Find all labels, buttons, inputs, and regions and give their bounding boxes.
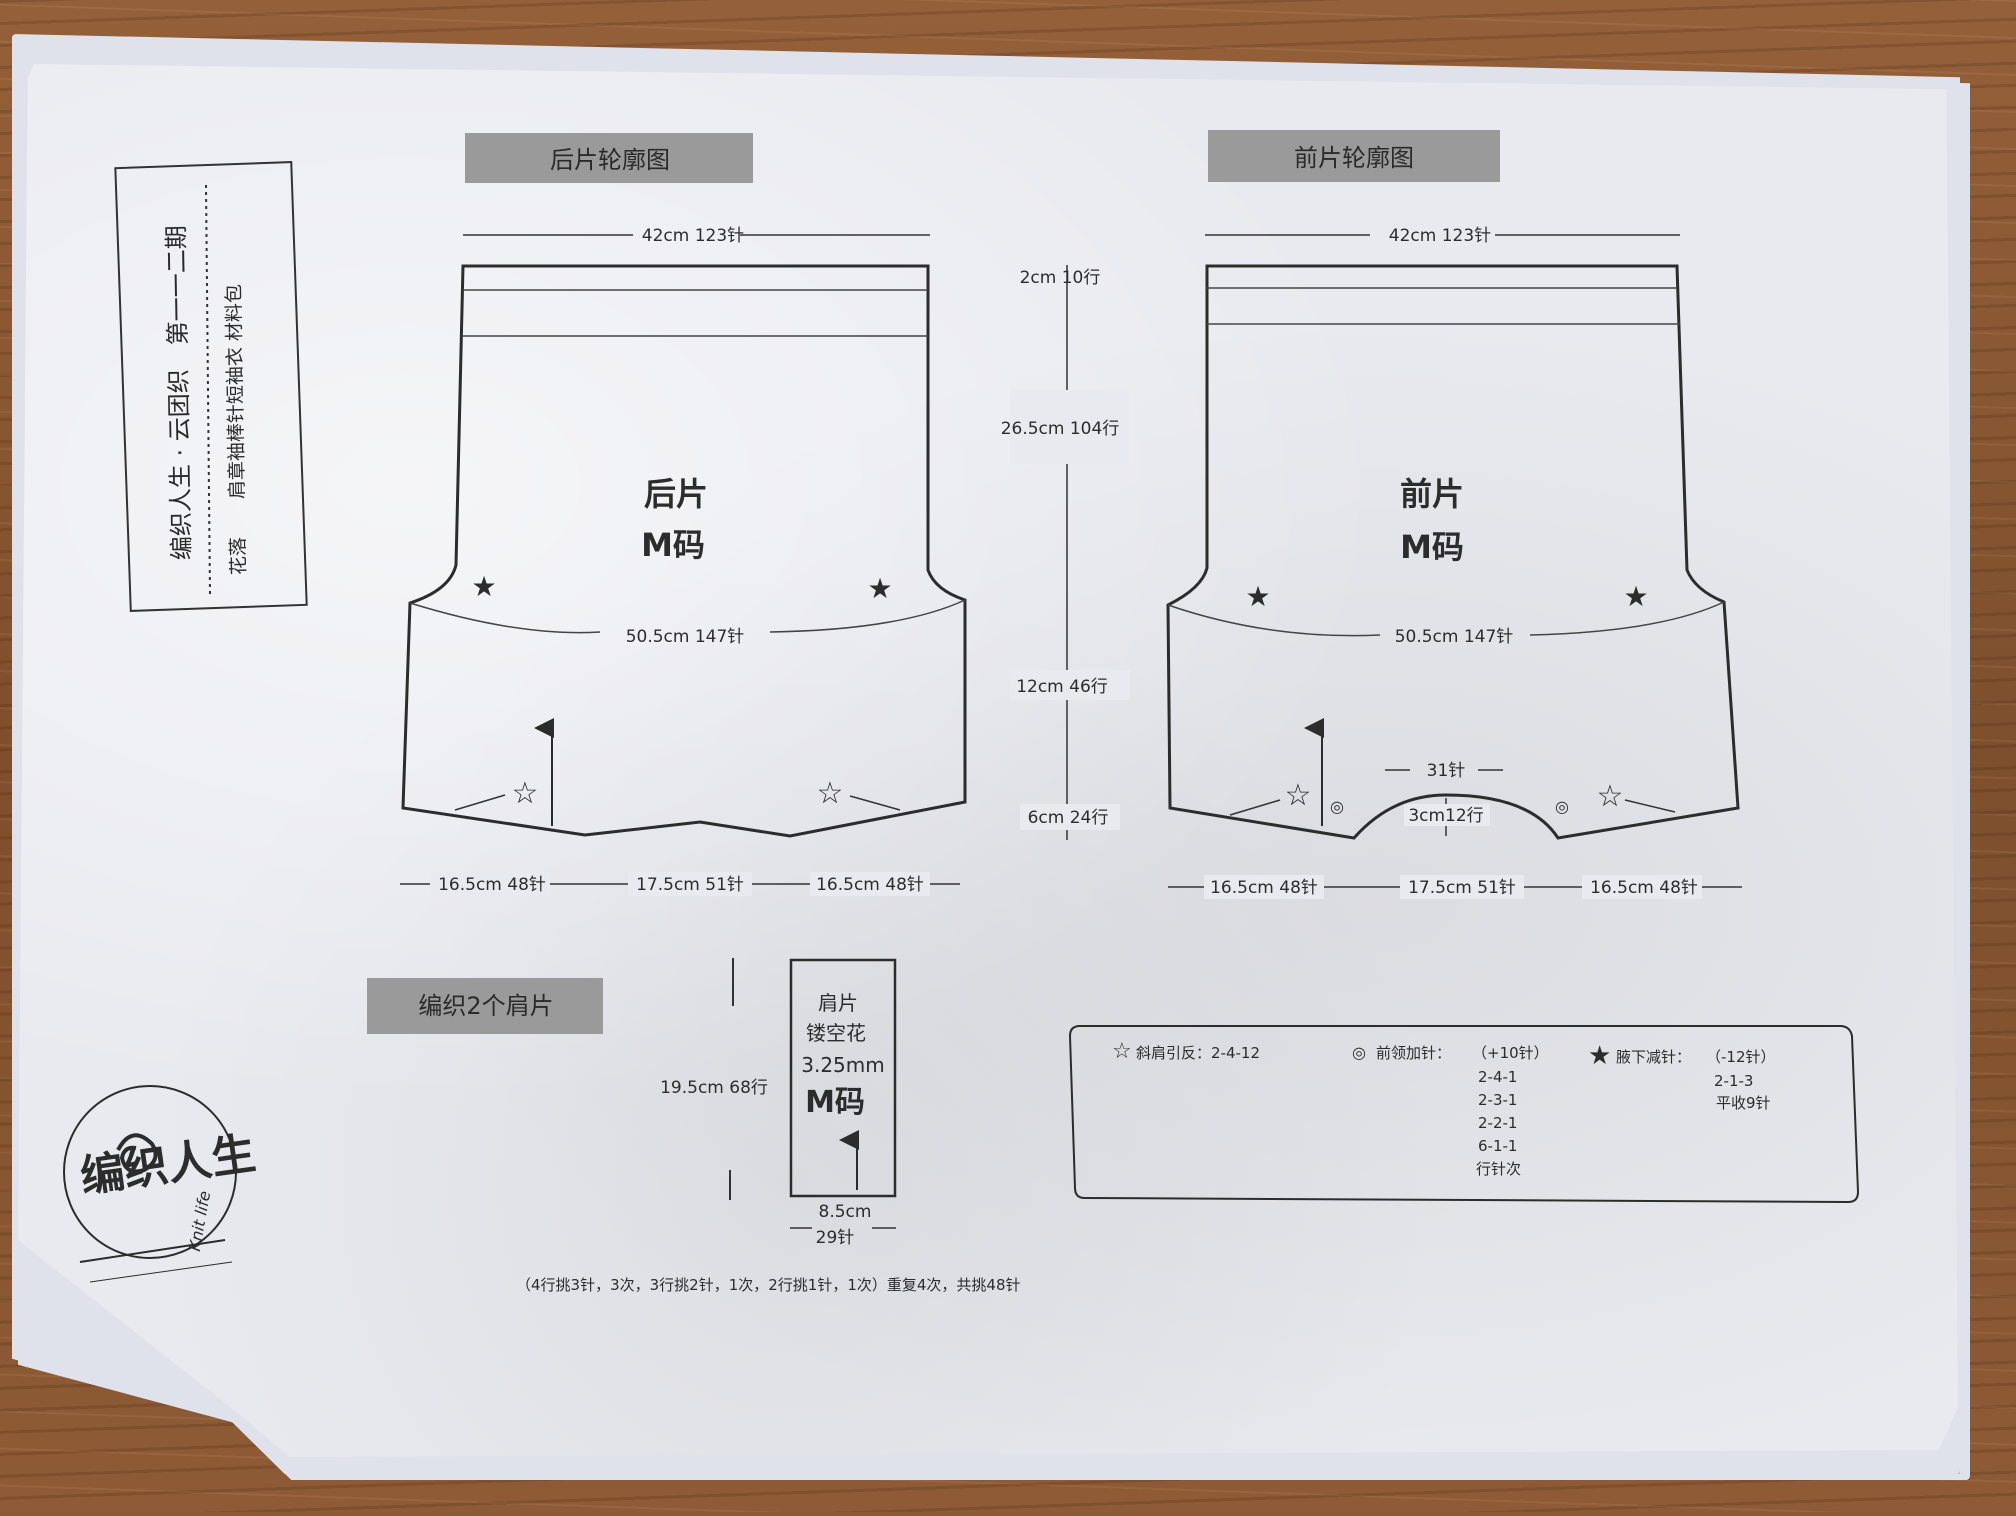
title-box: 编织人生 · 云团织 第一一二期 花落 肩章袖棒针短袖衣 材料包 (114, 161, 308, 612)
neck-marker-icon: ◎ (1555, 797, 1569, 816)
shoulder-needle: 3.25mm (801, 1053, 885, 1077)
back-bottom-mid: 17.5cm 51针 (636, 875, 744, 895)
shoulder-header: 编织2个肩片 (418, 992, 553, 1020)
v-dim-2: 26.5cm 104行 (1001, 419, 1120, 439)
title-line2: 花落 肩章袖棒针短袖衣 材料包 (223, 284, 250, 575)
title-line1: 编织人生 · 云团织 第一一二期 (162, 225, 196, 560)
front-neck-width: 31针 (1427, 761, 1466, 781)
legend-neck-row: 6-1-1 (1478, 1137, 1517, 1155)
front-outline (1166, 264, 1740, 840)
front-size: M码 (1400, 528, 1464, 566)
back-name: 后片 (644, 475, 708, 513)
legend-neck-row: 2-3-1 (1478, 1091, 1517, 1109)
back-outline (401, 264, 967, 838)
front-bottom-mid: 17.5cm 51针 (1408, 878, 1516, 898)
legend-box: ☆ 斜肩引反：2-4-12 ◎ 前领加针： （+10针） 2-4-1 2-3-1… (1068, 1025, 1860, 1204)
front-header-bg (1208, 130, 1500, 182)
vertical-dimensions: 2cm 10行 26.5cm 104行 12cm 46行 6cm 24行 (1001, 265, 1130, 840)
paper-sheet (12, 34, 1960, 1474)
back-bottom-left: 16.5cm 48针 (438, 875, 546, 895)
legend-under-label: 腋下减针： (1616, 1048, 1691, 1066)
v-dim-3: 12cm 46行 (1016, 677, 1108, 697)
legend-neck-row: 2-2-1 (1478, 1114, 1517, 1132)
pickup-note: （4行挑3针，3次，3行挑2针，1次，2行挑1针，1次）重复4次，共挑48针 (516, 1276, 1021, 1294)
legend-under-row: 2-1-3 (1714, 1072, 1753, 1090)
front-neck-depth: 3cm12行 (1408, 806, 1483, 826)
shoulder-stitch: 镂空花 (806, 1021, 866, 1045)
outline-star-icon: ☆ (512, 776, 539, 811)
shoulder-width-st: 29针 (816, 1228, 855, 1248)
front-top-width: 42cm 123针 (1389, 226, 1491, 246)
legend-neck-row: 2-4-1 (1478, 1068, 1517, 1086)
back-bottom-right: 16.5cm 48针 (816, 875, 924, 895)
front-name: 前片 (1400, 475, 1464, 513)
outline-star-icon: ☆ (1285, 778, 1312, 813)
filled-star-icon: ★ (1245, 580, 1270, 613)
legend-neck-row: 行针次 (1476, 1160, 1521, 1178)
outline-star-icon: ☆ (1597, 779, 1624, 814)
legend-neck-label: 前领加针： (1376, 1044, 1451, 1062)
legend-under-row: 平收9针 (1716, 1094, 1771, 1112)
front-header: 前片轮廓图 (1294, 144, 1414, 172)
front-bottom-right: 16.5cm 48针 (1590, 878, 1698, 898)
paper-surface (18, 64, 1958, 1457)
back-chest: 50.5cm 147针 (626, 627, 745, 647)
neck-marker-icon: ◎ (1330, 797, 1344, 816)
shoulder-piece: 编织2个肩片 肩片 镂空花 3.25mm M码 19.5cm 68行 8.5cm… (367, 958, 1021, 1294)
filled-star-icon: ★ (867, 572, 892, 605)
front-bottom-left: 16.5cm 48针 (1210, 878, 1318, 898)
shoulder-outline (789, 958, 897, 1198)
neck-marker-icon: ◎ (1352, 1043, 1366, 1062)
back-header-bg (465, 133, 753, 183)
front-piece: 前片轮廓图 42cm 123针 50.5cm 147针 前片 M码 ★ ★ ☆ … (1166, 130, 1742, 899)
shoulder-header-bg (367, 978, 603, 1034)
filled-star-icon: ★ (471, 570, 496, 603)
outline-star-icon: ☆ (817, 776, 844, 811)
logo-cn: 编织人生 (77, 1128, 258, 1203)
v-dim-1: 2cm 10行 (1020, 268, 1101, 288)
legend-star-label: 斜肩引反：2-4-12 (1136, 1044, 1260, 1062)
legend-under-total: （-12针） (1706, 1048, 1776, 1066)
shoulder-height: 19.5cm 68行 (660, 1078, 768, 1098)
back-piece: 后片轮廓图 42cm 123针 50.5cm 147针 后片 M码 ★ ★ ☆ … (400, 133, 967, 896)
shoulder-size: M码 (805, 1085, 865, 1120)
filled-star-icon: ★ (1588, 1041, 1611, 1071)
filled-star-icon: ★ (1623, 580, 1648, 613)
shoulder-width-cm: 8.5cm (819, 1202, 872, 1222)
outline-star-icon: ☆ (1112, 1039, 1132, 1064)
back-size: M码 (641, 526, 705, 564)
back-header: 后片轮廓图 (550, 146, 670, 174)
front-chest: 50.5cm 147针 (1395, 627, 1514, 647)
shoulder-name: 肩片 (818, 991, 858, 1015)
legend-neck-total: （+10针） (1472, 1044, 1549, 1062)
back-top-width: 42cm 123针 (642, 226, 744, 246)
v-dim-4: 6cm 24行 (1028, 808, 1109, 828)
brand-logo: 编织人生 Knit life (63, 1085, 259, 1283)
